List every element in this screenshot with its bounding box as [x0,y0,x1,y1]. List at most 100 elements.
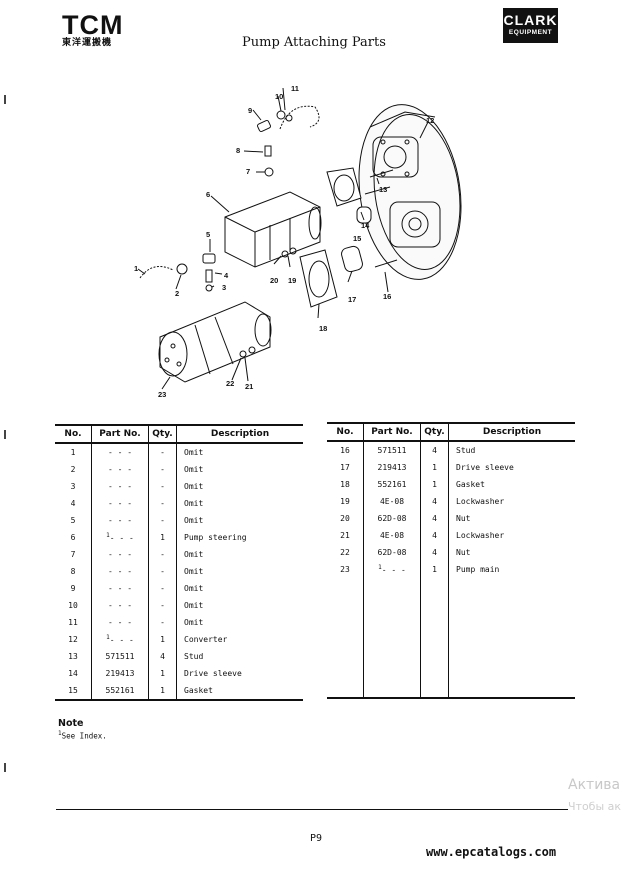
cell-description [448,578,575,595]
callout-label: 10 [275,92,283,101]
column-header-qty: Qty. [148,424,177,444]
cell-description-text: Omit [184,516,204,525]
cell-description-text: Lockwasher [456,497,505,506]
clark-logo-text: CLARK [503,12,558,28]
cell-no: 5 [55,512,92,529]
cell-qty-text: 4 [160,652,165,661]
cell-qty-text: - [160,448,165,457]
cell-no: 14 [55,665,92,682]
callout-label: 11 [291,84,299,93]
note-body: See Index. [61,731,107,741]
cell-qty [420,612,449,629]
cell-qty: - [148,443,177,461]
binder-mark [4,763,6,772]
callout-label: 20 [270,276,278,285]
cell-qty-text: - [160,482,165,491]
cell-qty-text: - [160,601,165,610]
callout-label: 6 [206,190,210,199]
cell-qty: 4 [420,527,449,544]
cell-description: Omit [176,580,303,597]
table-row: 10- - --Omit [55,597,303,614]
tcm-logo-text: TCM [62,10,124,40]
cell-part-no: - - - [91,461,149,478]
cell-qty: 4 [420,493,449,510]
cell-description-text: Converter [184,635,228,644]
cell-qty-text: - [160,618,165,627]
cell-no: 8 [55,563,92,580]
converter-housing-drawing [358,104,462,280]
cell-qty-text: 1 [160,669,165,678]
cell-part-no-text: 62D-08 [377,514,407,523]
cell-qty: - [148,580,177,597]
cell-description-text: Stud [456,446,476,455]
page-number: P9 [310,833,323,844]
cell-description: Omit [176,478,303,495]
cell-description [448,646,575,663]
cell-part-no: - - - [91,443,149,461]
cell-no: 3 [55,478,92,495]
cell-part-no-text: - - - [107,482,133,491]
cell-part-no: - - - [91,580,149,597]
cell-no-text: 7 [70,550,76,559]
cell-no: 19 [327,493,364,510]
cell-qty: - [148,478,177,495]
cell-qty [420,629,449,646]
cell-qty [420,646,449,663]
table-row: 2- - --Omit [55,461,303,478]
cell-part-no-text: 4E-08 [379,531,405,540]
cell-description: Converter [176,631,303,648]
cell-description-text: Drive sleeve [184,669,242,678]
cell-no-text: 3 [70,482,76,491]
cell-qty: 1 [420,459,449,476]
cell-part-no-text: - - - [109,533,134,543]
cell-description-text: Omit [184,567,204,576]
column-header-no: No. [55,424,92,444]
callout-label: 12 [426,116,434,125]
cell-description [448,612,575,629]
cell-qty: - [148,597,177,614]
cell-no-text: 1 [70,448,76,457]
cell-part-no-text: - - - [107,516,133,525]
cell-qty: 1 [148,529,177,546]
cell-qty-text: - [160,516,165,525]
cell-part-no: 219413 [91,665,149,682]
cell-description [448,663,575,680]
cell-no-text: 11 [68,618,78,627]
callout-label: 2 [175,289,179,298]
cell-no-text: 22 [340,548,350,557]
footer-rule [56,809,568,810]
cell-part-no: 62D-08 [363,510,421,527]
cell-description-text: Lockwasher [456,531,505,540]
table-header-row: No. Part No. Qty. Description [55,424,303,444]
cell-no: 2 [55,461,92,478]
cell-part-no-text: - - - [381,565,406,575]
cell-description: Nut [448,510,575,527]
callout-label: 8 [236,146,240,155]
cell-part-no: 4E-08 [363,527,421,544]
cell-qty [420,680,449,699]
cell-description: Drive sleeve [176,665,303,682]
cell-description: Omit [176,546,303,563]
site-url-link[interactable]: www.epcatalogs.com [426,845,557,859]
cell-part-no: - - - [91,512,149,529]
callout-label: 4 [224,271,229,280]
table-row-empty [327,663,575,680]
cell-part-no: - - - [91,495,149,512]
exploded-parts-diagram: 1 2 3 4 5 6 7 8 9 10 11 12 13 14 15 16 1… [134,84,462,399]
callout-label: 22 [226,379,234,388]
cell-description: Pump main [448,561,575,578]
callout-label: 7 [246,167,250,176]
cell-part-no [363,629,421,646]
column-header-no: No. [327,422,364,442]
callout-label: 19 [288,276,296,285]
cell-part-no-text: - - - [107,567,133,576]
main-pump-drawing [158,301,272,383]
table-row-empty [327,629,575,646]
